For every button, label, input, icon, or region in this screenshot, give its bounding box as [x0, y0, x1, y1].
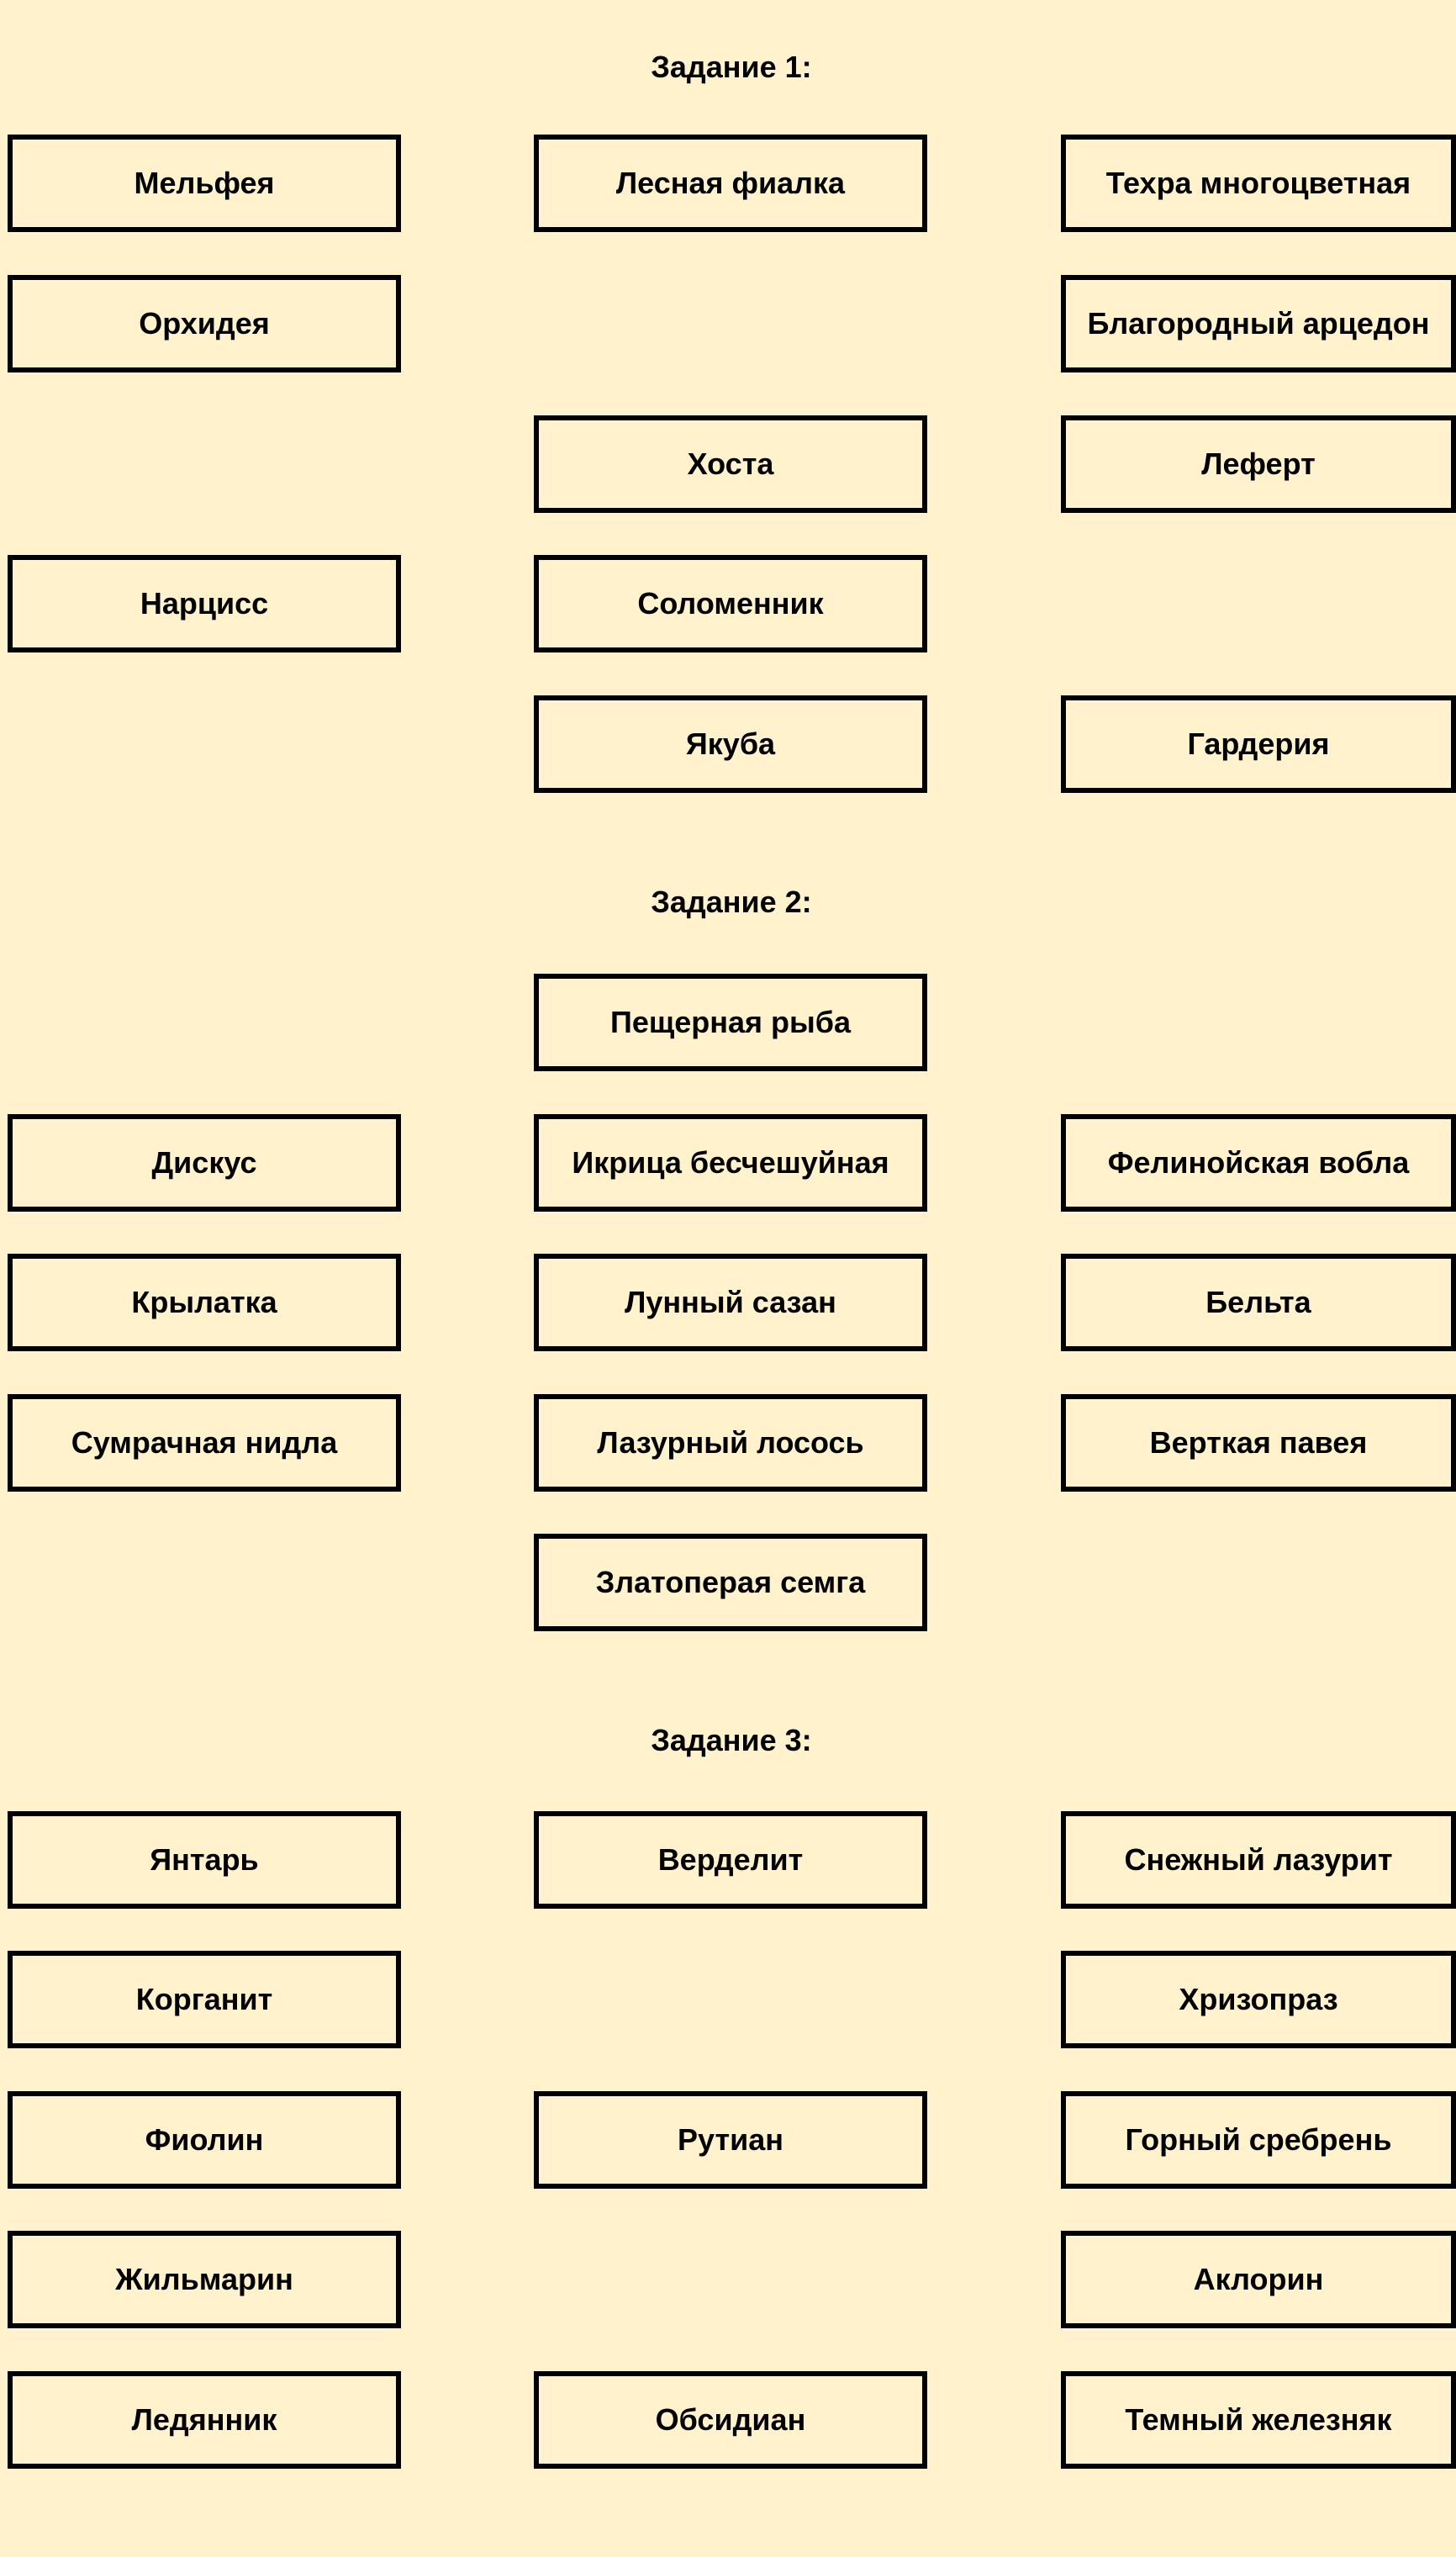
task-1-title: Задание 1:	[651, 50, 812, 84]
task-1-item-solomennik[interactable]: Соломенник	[534, 555, 927, 652]
task-3-item-snezhnyy-lazurit[interactable]: Снежный лазурит	[1061, 1811, 1456, 1909]
task-3-item-gornyy-srebren[interactable]: Горный сребрень	[1061, 2091, 1456, 2189]
task-2-item-peshchernaya-ryba[interactable]: Пещерная рыба	[534, 974, 927, 1071]
task-2-item-belta[interactable]: Бельта	[1061, 1254, 1456, 1351]
task-2-item-krylatka[interactable]: Крылатка	[8, 1254, 401, 1351]
task-3-item-verdelit[interactable]: Верделит	[534, 1811, 927, 1909]
task-3-item-zhilmarin[interactable]: Жильмарин	[8, 2231, 401, 2328]
task-3-item-temnyy-zheleznyak[interactable]: Темный железняк	[1061, 2371, 1456, 2469]
task-3-item-korganit[interactable]: Корганит	[8, 1951, 401, 2048]
task-3-item-obsidian[interactable]: Обсидиан	[534, 2371, 927, 2469]
task-2-item-diskus[interactable]: Дискус	[8, 1114, 401, 1212]
task-3-item-fiolin[interactable]: Фиолин	[8, 2091, 401, 2189]
task-1-item-lesnaya-fialka[interactable]: Лесная фиалка	[534, 135, 927, 232]
task-3-item-rutian[interactable]: Рутиан	[534, 2091, 927, 2189]
task-2-item-sumrachnaya-nidla[interactable]: Сумрачная нидла	[8, 1394, 401, 1492]
task-3-item-khrizopraz[interactable]: Хризопраз	[1061, 1951, 1456, 2048]
task-2-item-vertkaya-paveya[interactable]: Верткая павея	[1061, 1394, 1456, 1492]
task-2-title: Задание 2:	[651, 885, 812, 919]
task-2-item-ikritsa[interactable]: Икрица бесчешуйная	[534, 1114, 927, 1212]
task-2-item-felinoyskaya-vobla[interactable]: Фелинойская вобла	[1061, 1114, 1456, 1212]
task-1-item-garderiya[interactable]: Гардерия	[1061, 695, 1456, 793]
task-1-item-artsedon[interactable]: Благородный арцедон	[1061, 275, 1456, 372]
task-3-item-ledyannik[interactable]: Ледянник	[8, 2371, 401, 2469]
task-2-item-lazurnyy-losos[interactable]: Лазурный лосось	[534, 1394, 927, 1492]
task-1-item-orkhideya[interactable]: Орхидея	[8, 275, 401, 372]
task-3-item-aklorin[interactable]: Аклорин	[1061, 2231, 1456, 2328]
task-1-item-khosta[interactable]: Хоста	[534, 415, 927, 513]
task-1-item-tekhra[interactable]: Техра многоцветная	[1061, 135, 1456, 232]
task-2-item-zlatoperaya-semga[interactable]: Златоперая семга	[534, 1534, 927, 1631]
task-1-item-melfeya[interactable]: Мельфея	[8, 135, 401, 232]
task-3-title: Задание 3:	[651, 1723, 812, 1757]
task-2-item-lunnyy-sazan[interactable]: Лунный сазан	[534, 1254, 927, 1351]
task-1-item-yakuba[interactable]: Якуба	[534, 695, 927, 793]
task-3-item-yantar[interactable]: Янтарь	[8, 1811, 401, 1909]
task-1-item-nartsiss[interactable]: Нарцисс	[8, 555, 401, 652]
task-1-item-lefert[interactable]: Леферт	[1061, 415, 1456, 513]
